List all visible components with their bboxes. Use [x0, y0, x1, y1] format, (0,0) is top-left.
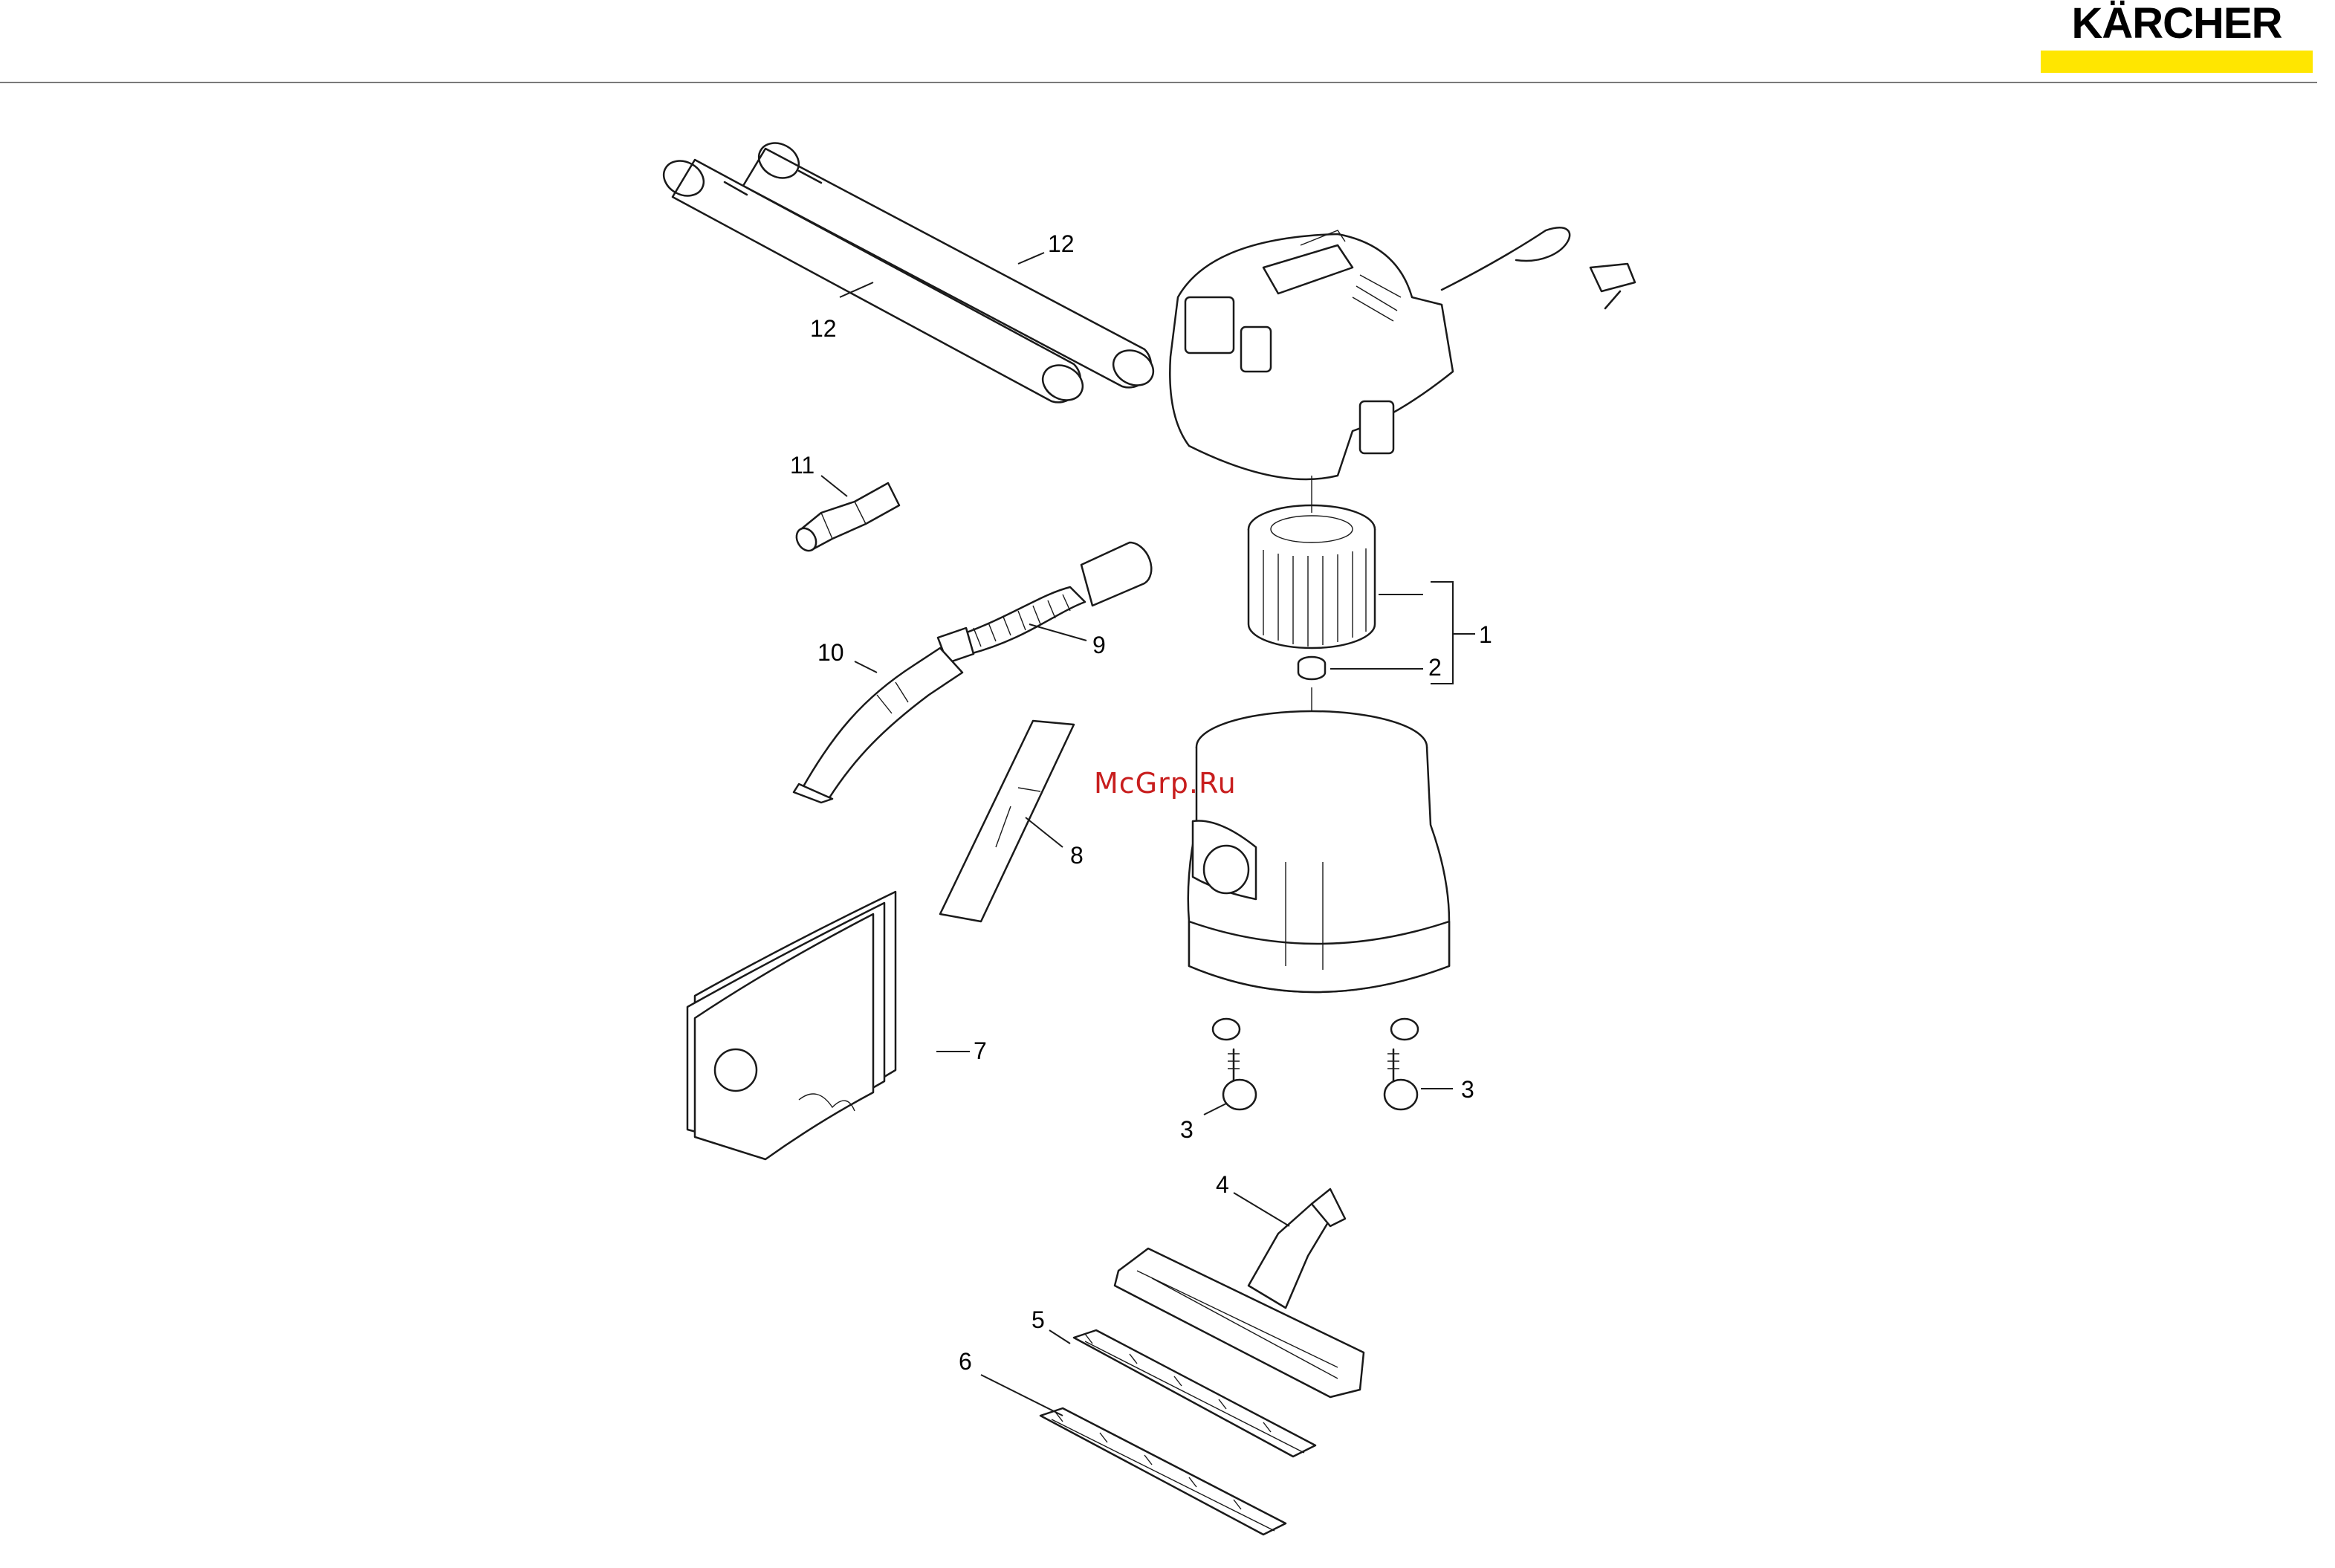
callout-9: 9	[1092, 633, 1106, 657]
callout-3a: 3	[1180, 1118, 1194, 1141]
callout-12b: 12	[810, 317, 837, 340]
callout-10: 10	[817, 641, 844, 664]
container	[1188, 711, 1449, 992]
suction-hose	[938, 542, 1151, 663]
castor-socket-right	[1391, 1019, 1418, 1040]
callout-5: 5	[1032, 1308, 1045, 1332]
filter-bags	[687, 892, 896, 1159]
motor-head	[1170, 227, 1635, 479]
leader-line-12a	[1018, 253, 1044, 264]
callout-4: 4	[1216, 1173, 1229, 1196]
leader-line-10	[855, 661, 877, 673]
callout-11: 11	[790, 453, 815, 477]
cartridge-filter	[1249, 505, 1375, 648]
leader-line-3a	[1204, 1104, 1226, 1115]
callout-3b: 3	[1461, 1078, 1474, 1101]
castor-left	[1223, 1049, 1256, 1109]
bent-handle	[794, 648, 962, 803]
callout-2: 2	[1428, 655, 1442, 679]
leader-line-9	[1029, 624, 1086, 641]
callout-6: 6	[959, 1350, 972, 1373]
leader-line-4	[1234, 1193, 1289, 1226]
adapter	[793, 483, 899, 554]
callout-12a: 12	[1048, 232, 1075, 256]
callout-8: 8	[1070, 843, 1084, 867]
castor-socket-left	[1213, 1019, 1240, 1040]
leader-line-11	[821, 476, 847, 496]
filter-cap	[1298, 657, 1325, 679]
leader-line-5	[1049, 1330, 1070, 1344]
crevice-nozzle	[940, 721, 1074, 921]
callout-7: 7	[974, 1039, 987, 1063]
leader-line-8	[1026, 817, 1063, 847]
extension-tube-lower	[658, 154, 1089, 406]
leader-line-6	[981, 1375, 1063, 1416]
watermark-text: McGrp.Ru	[1094, 767, 1237, 800]
callout-1: 1	[1479, 623, 1492, 647]
castor-right	[1385, 1049, 1417, 1109]
